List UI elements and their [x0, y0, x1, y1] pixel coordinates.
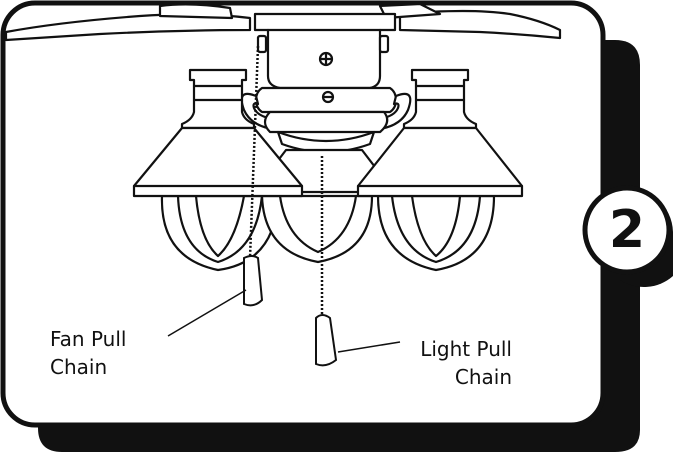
- fan-pull-chain-fob: [244, 256, 262, 305]
- light-pull-chain-label: Light Pull Chain: [400, 335, 512, 391]
- step-number: 2: [583, 186, 671, 274]
- center-cap: [265, 112, 387, 132]
- fan-pull-chain-label-line1: Fan Pull: [50, 325, 126, 353]
- motor-housing: [255, 14, 395, 88]
- blade-bracket-left: [160, 4, 232, 18]
- fan-pull-chain-label: Fan Pull Chain: [50, 325, 126, 381]
- light-pull-chain-label-line2: Chain: [400, 363, 512, 391]
- light-pull-chain-label-line1: Light Pull: [400, 335, 512, 363]
- fan-pull-chain-label-line2: Chain: [50, 353, 126, 381]
